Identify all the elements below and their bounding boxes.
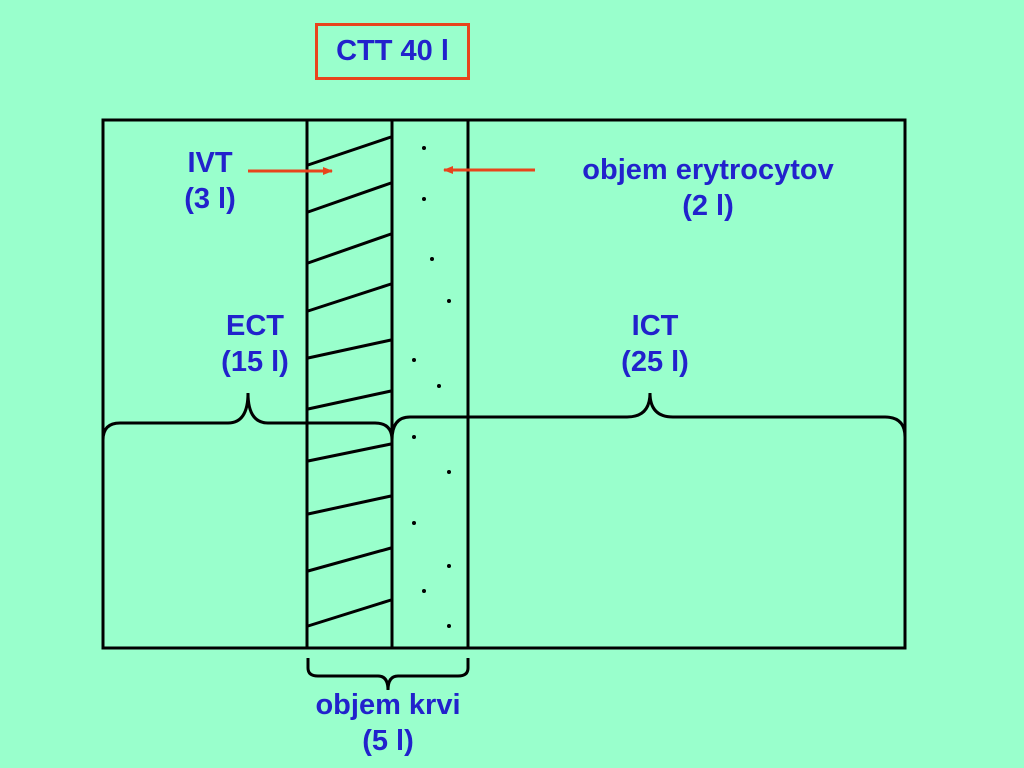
hatch-line — [307, 282, 392, 313]
erythrocyte-dot — [447, 470, 451, 474]
erythrocyte-label: objem erytrocytov (2 l) — [548, 152, 868, 224]
total-body-water-box: CTT 40 l — [315, 23, 470, 80]
ivt-volume: (3 l) — [184, 183, 236, 215]
diagram-title: CTT 40 l — [336, 35, 449, 67]
blood-volume-brace — [306, 658, 470, 691]
ivt-label: IVT (3 l) — [165, 145, 255, 217]
erythrocyte-name: objem erytrocytov — [582, 154, 834, 186]
hatch-line — [307, 232, 392, 265]
hatch-line — [307, 442, 392, 463]
ivt-name: IVT — [187, 147, 233, 179]
erythrocyte-dot — [430, 257, 434, 261]
hatch-line — [307, 181, 392, 214]
hatch-line — [307, 338, 392, 360]
ect-label: ECT (15 l) — [205, 308, 305, 380]
blood-volume-label: objem krvi (5 l) — [288, 687, 488, 759]
ict-name: ICT — [631, 310, 679, 342]
ict-label: ICT (25 l) — [605, 308, 705, 380]
blood-volume-name: objem krvi — [315, 689, 461, 721]
erythrocyte-dot — [412, 435, 416, 439]
erythrocyte-dot — [422, 146, 426, 150]
erythrocyte-dots — [412, 146, 451, 628]
blood-volume-volume: (5 l) — [362, 725, 414, 757]
ict-volume: (25 l) — [621, 346, 689, 378]
ict-brace — [390, 392, 907, 452]
erythrocyte-dot — [447, 564, 451, 568]
erythrocyte-dot — [412, 358, 416, 362]
hatch-line — [307, 494, 392, 516]
erythrocyte-dot — [437, 384, 441, 388]
hatch-line — [307, 135, 392, 167]
hatch-line — [307, 389, 392, 411]
erythrocyte-dot — [447, 624, 451, 628]
erythrocyte-dot — [447, 299, 451, 303]
plasma-hatching — [307, 135, 392, 628]
erythrocyte-dot — [422, 589, 426, 593]
erythrocyte-dot — [412, 521, 416, 525]
erythrocyte-dot — [422, 197, 426, 201]
erythrocyte-volume: (2 l) — [682, 190, 734, 222]
outer-rectangle — [101, 118, 907, 650]
hatch-line — [307, 546, 392, 573]
ect-volume: (15 l) — [221, 346, 289, 378]
hatch-line — [307, 598, 392, 628]
ect-brace — [101, 392, 394, 452]
ect-name: ECT — [226, 310, 284, 342]
